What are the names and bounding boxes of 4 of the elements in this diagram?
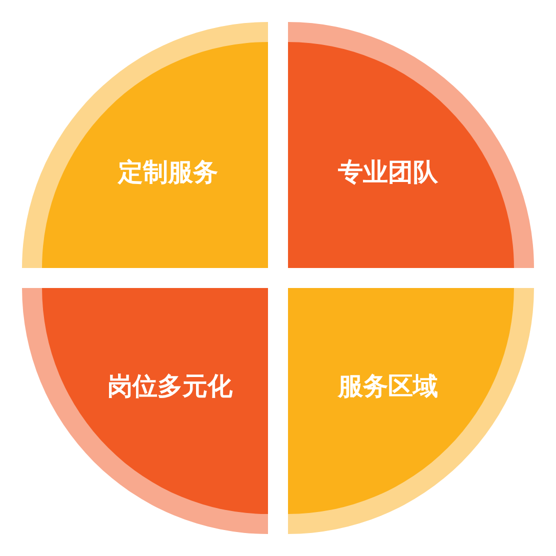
- segment-label: 专业团队: [338, 156, 438, 188]
- segment-label: 定制服务: [118, 156, 218, 188]
- segment-label: 岗位多元化: [108, 370, 232, 402]
- segment-label: 服务区域: [338, 370, 438, 402]
